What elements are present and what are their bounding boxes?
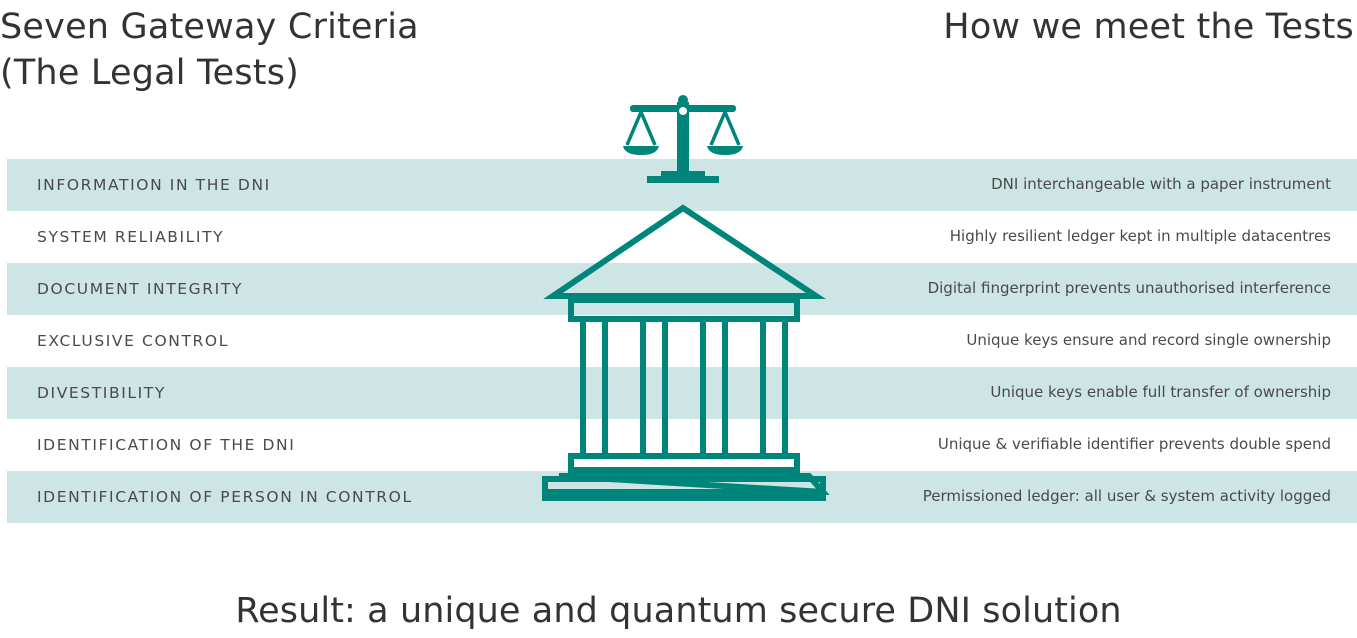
criteria-title: Seven Gateway Criteria (The Legal Tests) (0, 4, 419, 96)
table-row: DOCUMENT INTEGRITY Digital fingerprint p… (7, 263, 1357, 315)
tests-title: How we meet the Tests (943, 7, 1354, 47)
solution-text: DNI interchangeable with a paper instrum… (991, 175, 1331, 193)
result-statement: Result: a unique and quantum secure DNI … (235, 591, 1122, 631)
criterion-label: INFORMATION IN THE DNI (37, 176, 271, 194)
criterion-label: IDENTIFICATION OF PERSON IN CONTROL (37, 488, 413, 506)
solution-text: Unique & verifiable identifier prevents … (937, 435, 1331, 453)
table-row: SYSTEM RELIABILITY Highly resilient ledg… (7, 211, 1357, 263)
solution-text: Highly resilient ledger kept in multiple… (949, 227, 1331, 245)
criterion-label: SYSTEM RELIABILITY (37, 228, 225, 246)
criteria-title-line1: Seven Gateway Criteria (0, 7, 419, 47)
solution-text: Permissioned ledger: all user & system a… (922, 487, 1331, 505)
solution-text: Unique keys ensure and record single own… (966, 331, 1331, 349)
table-row: IDENTIFICATION OF THE DNI Unique & verif… (7, 419, 1357, 471)
scales-of-justice-icon (623, 95, 743, 183)
criterion-label: IDENTIFICATION OF THE DNI (37, 436, 296, 454)
table-row: EXCLUSIVE CONTROL Unique keys ensure and… (7, 315, 1357, 367)
criterion-label: EXCLUSIVE CONTROL (37, 332, 229, 350)
criterion-label: DOCUMENT INTEGRITY (37, 280, 243, 298)
criteria-title-line2: (The Legal Tests) (0, 53, 300, 93)
courthouse-icon (542, 204, 830, 501)
table-row: DIVESTIBILITY Unique keys enable full tr… (7, 367, 1357, 419)
solution-text: Unique keys enable full transfer of owne… (990, 383, 1331, 401)
solution-text: Digital fingerprint prevents unauthorise… (927, 279, 1331, 297)
courthouse-illustration (542, 95, 830, 501)
criterion-label: DIVESTIBILITY (37, 384, 166, 402)
